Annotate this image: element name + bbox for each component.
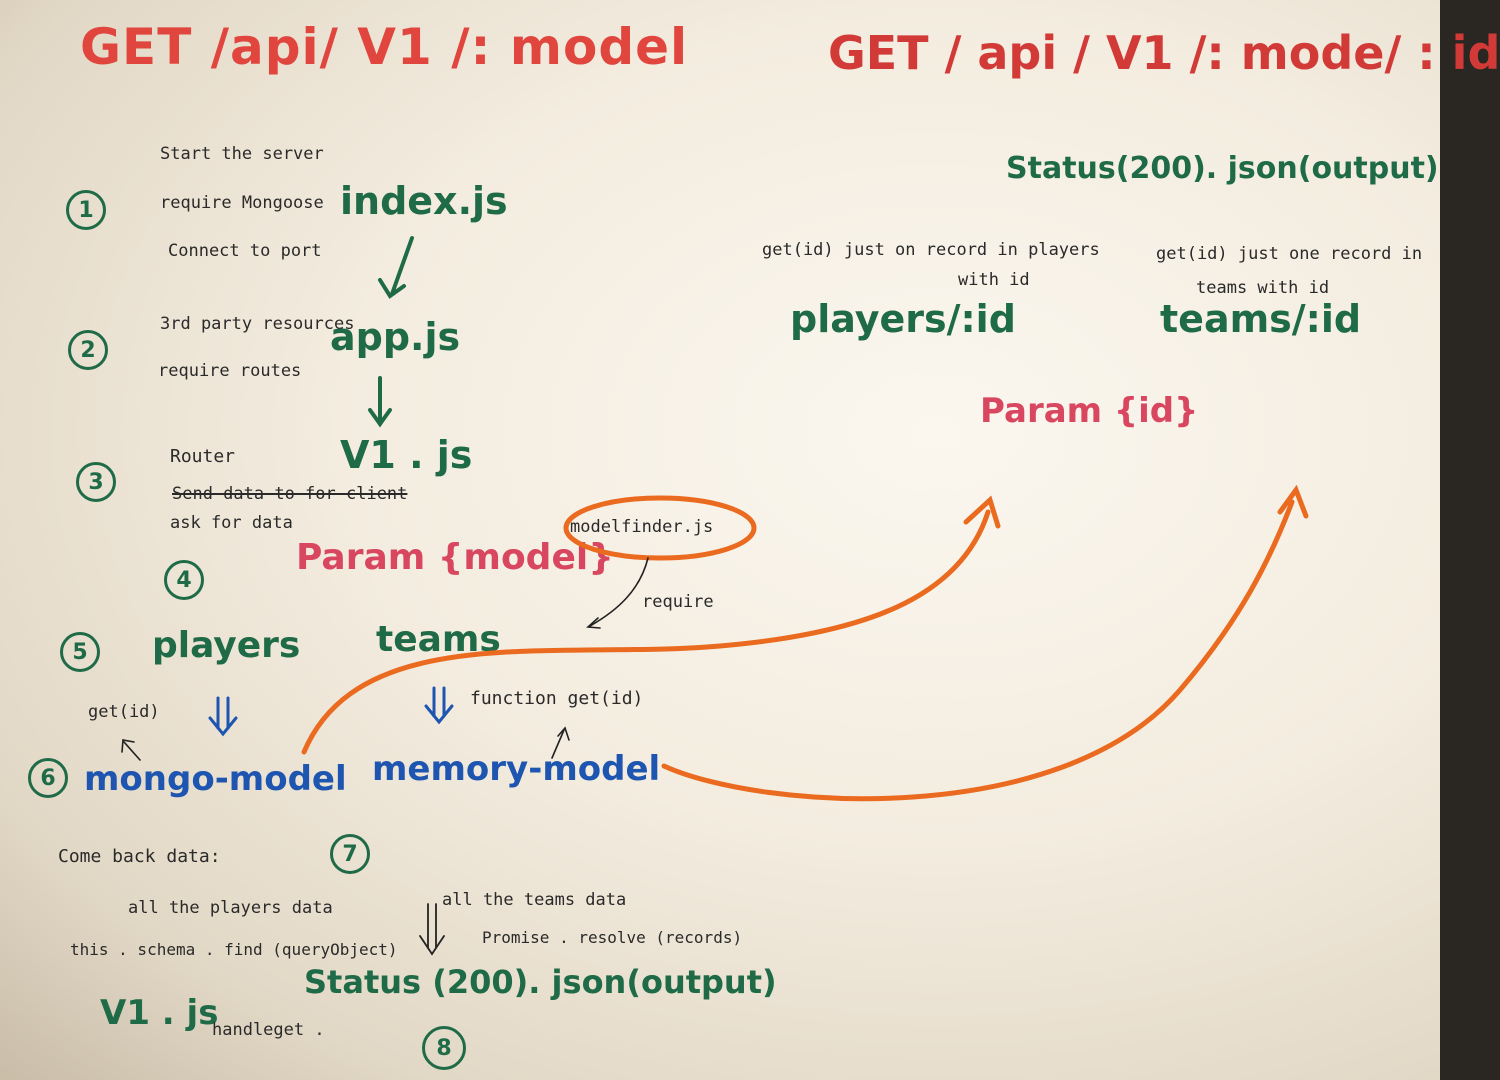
arrow-app-to-v1: [368, 376, 392, 428]
step-8-marker: 8: [422, 1026, 466, 1070]
router-ask-note: ask for data: [170, 513, 293, 533]
step-7-marker: 7: [330, 834, 370, 874]
players-label: players: [152, 625, 301, 666]
v1-js-bottom: V1 . js: [100, 993, 219, 1033]
arrow-function-get-id: [551, 726, 570, 759]
diagram-strokes: [121, 236, 1309, 956]
all-teams-data-note: all the teams data: [442, 890, 627, 910]
handle-get-note: handleget .: [212, 1020, 325, 1040]
status-json-bottom: Status (200). json(output): [304, 963, 777, 1001]
orange-arrow-to-teams-id: [661, 484, 1309, 802]
function-get-id-note: function get(id): [470, 688, 644, 709]
step-6-marker: 6: [28, 758, 68, 798]
memory-model-label: memory-model: [372, 749, 661, 789]
promise-resolve-note: Promise . resolve (records): [482, 928, 743, 947]
teams-id-label: teams/:id: [1160, 297, 1362, 341]
v1-js-label: V1 . js: [340, 433, 473, 477]
modelfinder-oval: [563, 495, 757, 561]
require-label: require: [642, 592, 714, 612]
app-js-label: app.js: [330, 315, 461, 359]
step-1-marker: 1: [66, 190, 106, 230]
param-model-label: Param {model}: [296, 537, 614, 578]
header-right-route: GET / api / V1 /: mode/ : id: [828, 26, 1500, 80]
param-id-label: Param {id}: [980, 391, 1199, 431]
step-5-marker: 5: [60, 632, 100, 672]
router-struck-note: Send data to for client: [172, 484, 408, 504]
arrow-teams-to-memory: [424, 686, 454, 725]
step-3-marker: 3: [76, 462, 116, 502]
arrow-get-id-left: [121, 739, 141, 761]
get-id-left-note: get(id): [88, 702, 160, 722]
schema-find-note: this . schema . find (queryObject): [70, 940, 398, 959]
index-js-label: index.js: [340, 179, 508, 223]
orange-arrow-to-players-id: [301, 495, 1001, 755]
teams-label: teams: [376, 619, 501, 660]
come-back-data-note: Come back data:: [58, 846, 221, 867]
arrow-players-to-mongo: [208, 696, 238, 737]
arrow-index-to-app: [378, 236, 414, 299]
index-note-connect-port: Connect to port: [168, 241, 322, 261]
app-note-third-party: 3rd party resources: [160, 314, 355, 334]
index-note-require-mongoose: require Mongoose: [160, 193, 324, 213]
teams-id-note-line1: get(id) just one record in: [1156, 244, 1423, 264]
players-id-note-line2: with id: [958, 270, 1030, 290]
mongo-model-label: mongo-model: [84, 759, 347, 799]
teams-id-note-line2: teams with id: [1196, 278, 1330, 298]
step-2-marker: 2: [68, 330, 108, 370]
index-note-start-server: Start the server: [160, 144, 324, 164]
players-id-note-line1: get(id) just on record in players: [762, 240, 1100, 260]
app-note-require-routes: require routes: [158, 361, 302, 381]
step-4-marker: 4: [164, 560, 204, 600]
all-players-data-note: all the players data: [128, 898, 333, 918]
header-left-route: GET /api/ V1 /: model: [80, 18, 689, 76]
players-id-label: players/:id: [790, 297, 1016, 341]
arrow-data-to-status: [419, 903, 445, 956]
model-finder-label: modelfinder.js: [570, 517, 714, 537]
arrow-require: [586, 557, 649, 629]
status-json-right: Status(200). json(output): [1006, 151, 1439, 186]
router-note: Router: [170, 446, 236, 467]
